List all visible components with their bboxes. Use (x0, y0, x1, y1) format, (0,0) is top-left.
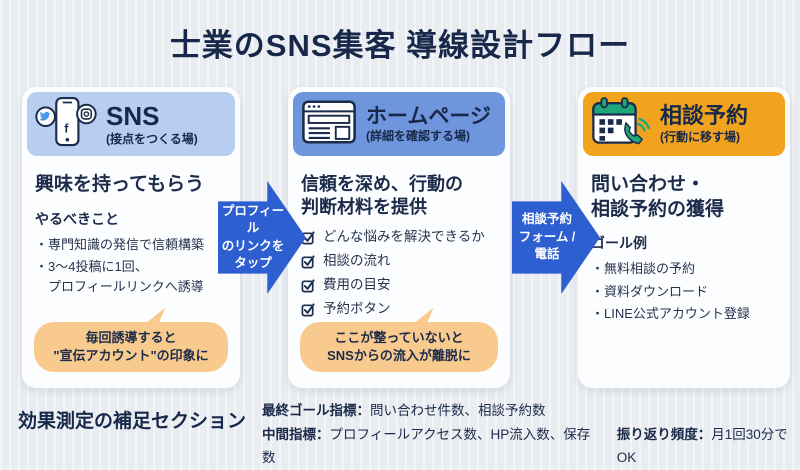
card-homepage-header: ホームページ (詳細を確認する場) (293, 92, 505, 156)
sns-bullet: ・専門知識の発信で信頼構築 (35, 236, 205, 252)
sns-heading: 興味を持ってもらう (35, 174, 205, 195)
reservation-bullet: ・LINE公式アカウント登録 (591, 306, 750, 322)
callout-tail (146, 307, 166, 323)
homepage-header-title: ホームページ (366, 104, 491, 128)
check-item-label: 予約ボタン (323, 301, 391, 317)
reservation-bullet: ・資料ダウンロード (591, 283, 709, 299)
card-reservation-header: 相談予約 (行動に移す場) (583, 92, 785, 156)
check-item: どんな悩みを解決できるか (301, 229, 497, 245)
check-item: 費用の目安 (301, 277, 497, 293)
homepage-checklist: どんな悩みを解決できるか 相談の流れ 費用の目安 予約ボタン (301, 229, 497, 318)
homepage-heading: 信頼を深め、行動の 判断材料を提供 (301, 174, 463, 218)
svg-text:f: f (64, 121, 69, 135)
check-item-label: 相談の流れ (323, 252, 391, 268)
metric-final-goal-value: 問い合わせ件数、相談予約数 (370, 403, 546, 418)
card-sns-header: f SNS (接点をつくる場) (27, 92, 235, 156)
footer-section-title: 効果測定の補足セクション (18, 411, 247, 432)
check-item: 予約ボタン (301, 301, 497, 317)
footer-metrics: 最終ゴール指標：問い合わせ件数、相談予約数 中間指標：プロフィールアクセス数、H… (262, 399, 800, 470)
metric-review-frequency-label: 振り返り頻度： (616, 426, 712, 442)
checkbox-icon (301, 303, 315, 317)
reservation-bullet: ・無料相談の予約 (591, 261, 696, 277)
homepage-callout-text: ここが整っていないと SNSからの流入が離脱に (327, 329, 471, 363)
checkbox-icon (301, 255, 315, 269)
reservation-header-subtitle: (行動に移す場) (660, 129, 740, 144)
sns-callout: 毎回誘導すると "宣伝アカウント"の印象に (34, 307, 228, 372)
check-item-label: 費用の目安 (323, 277, 391, 293)
sns-header-subtitle: (接点をつくる場) (106, 131, 198, 146)
reservation-subheading: ゴール例 (591, 235, 647, 252)
card-reservation: 相談予約 (行動に移す場) 問い合わせ・ 相談予約の獲得 ゴール例 ・無料相談の… (578, 87, 790, 388)
sns-subheading: やるべきこと (35, 210, 119, 227)
card-sns: f SNS (接点をつくる場) 興味を持ってもらう やるべきこと ・専門知識の発… (22, 87, 240, 388)
metric-final-goal-label: 最終ゴール指標： (262, 403, 370, 418)
arrow-reservation-form-label: 相談予約 フォーム / 電話 (518, 212, 576, 262)
reservation-heading: 問い合わせ・ 相談予約の獲得 (591, 174, 725, 220)
page-title: 士業のSNS集客 導線設計フロー (169, 28, 631, 63)
browser-icon (301, 98, 357, 151)
sns-header-title: SNS (106, 101, 160, 132)
metric-review-frequency: 振り返り頻度：月1回30分でOK (617, 423, 800, 470)
homepage-header-subtitle: (詳細を確認する場) (366, 128, 470, 143)
reservation-header-title: 相談予約 (660, 103, 749, 129)
arrow-profile-link-label: プロフィール のリンクを タップ (221, 203, 285, 271)
metric-intermediate: 中間指標：プロフィールアクセス数、HP流入数、保存数 (262, 423, 591, 470)
sns-bullet: ・3〜4投稿に1回、 プロフィールリンクへ誘導 (35, 259, 204, 294)
check-item-label: どんな悩みを解決できるか (323, 228, 485, 244)
card-homepage: ホームページ (詳細を確認する場) 信頼を深め、行動の 判断材料を提供 どんな悩… (288, 87, 510, 388)
metric-final-goal: 最終ゴール指標：問い合わせ件数、相談予約数 (262, 399, 800, 423)
calendar-phone-icon (591, 95, 651, 154)
check-item: 相談の流れ (301, 253, 497, 269)
smartphone-social-icon: f (35, 94, 97, 155)
checkbox-icon (301, 279, 315, 293)
metric-intermediate-label: 中間指標： (262, 426, 330, 442)
sns-callout-text: 毎回誘導すると "宣伝アカウント"の印象に (53, 329, 209, 363)
homepage-callout: ここが整っていないと SNSからの流入が離脱に (300, 307, 498, 372)
